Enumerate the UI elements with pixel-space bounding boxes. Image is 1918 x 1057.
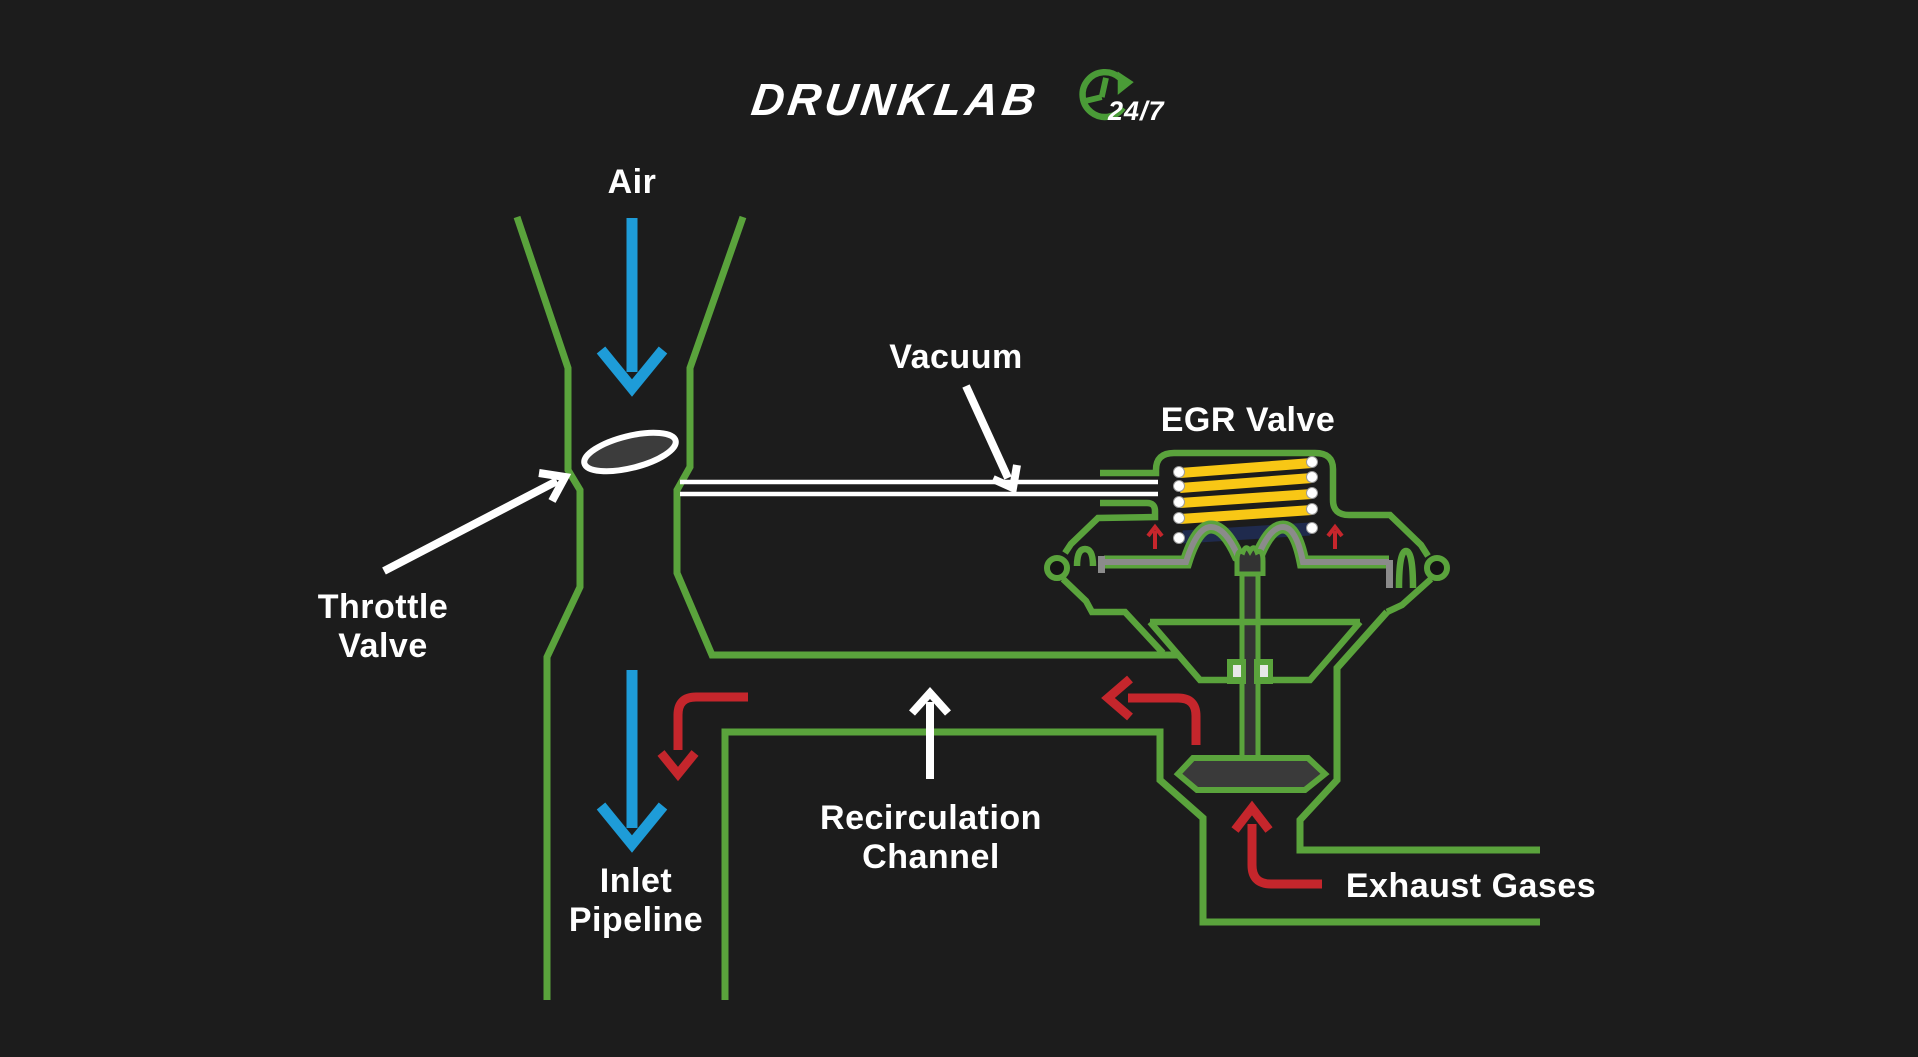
egr-wing-lower-right [1385, 576, 1434, 615]
label-egr-valve: EGR Valve [1160, 401, 1336, 439]
egr-valve [1044, 449, 1450, 793]
label-vacuum: Vacuum [889, 338, 1023, 376]
egr-wing-lower-left [1060, 576, 1166, 656]
egr-cap-outline [1100, 449, 1431, 558]
air-flow-arrow-top [596, 218, 668, 397]
exhaust-flow-arrow-inlet-to-valve [1231, 800, 1322, 889]
egr-ear-left [1044, 555, 1070, 581]
vacuum-pull-arrows [1146, 523, 1344, 549]
throttle-valve-pointer-arrow [382, 469, 572, 575]
egr-cone [1147, 618, 1363, 684]
valve-outlet-right-wall-and-exhaust-top [1296, 609, 1540, 854]
label-inlet-pipeline: Inlet Pipeline [568, 862, 704, 939]
recirculation-direction-arrow [909, 687, 951, 779]
recirculation-bottom-and-exhaust-inlet-wall [721, 728, 1540, 1000]
air-funnel-right-wall-and-recirculation-top [673, 215, 1178, 659]
throttle-plate [581, 429, 679, 475]
label-throttle-valve: Throttle Valve [317, 588, 449, 665]
exhaust-flow-arrow-into-inlet [657, 692, 748, 782]
exhaust-flow-arrow-to-recirculation [1101, 675, 1201, 745]
egr-vacuum-port-lower [1062, 499, 1159, 555]
air-flow-arrow-inlet [596, 670, 668, 853]
egr-stem-guides [1227, 659, 1273, 684]
badge-24-7: 24/7 [1108, 96, 1165, 126]
clock-24-7-icon [1079, 68, 1134, 121]
plate-end-right [1386, 560, 1393, 588]
egr-spring-dots [1173, 456, 1318, 544]
plate-end-left [1098, 556, 1105, 573]
egr-stem-knob [1234, 545, 1266, 576]
label-exhaust-gases: Exhaust Gases [1345, 867, 1597, 905]
egr-hump-right [1395, 547, 1417, 589]
air-funnel-left-wall [513, 215, 584, 1000]
label-air: Air [607, 163, 657, 201]
pipes [513, 215, 1540, 1000]
label-recirculation-channel: Recirculation Channel [820, 799, 1042, 876]
brand-wordmark: DRUNKLAB [748, 74, 1043, 125]
egr-ear-right [1424, 555, 1450, 581]
vacuum-tube [680, 479, 1158, 497]
vacuum-pointer-arrow [962, 384, 1021, 494]
egr-spring [1179, 458, 1313, 524]
egr-poppet [1173, 755, 1330, 793]
egr-hump-left [1073, 545, 1097, 567]
